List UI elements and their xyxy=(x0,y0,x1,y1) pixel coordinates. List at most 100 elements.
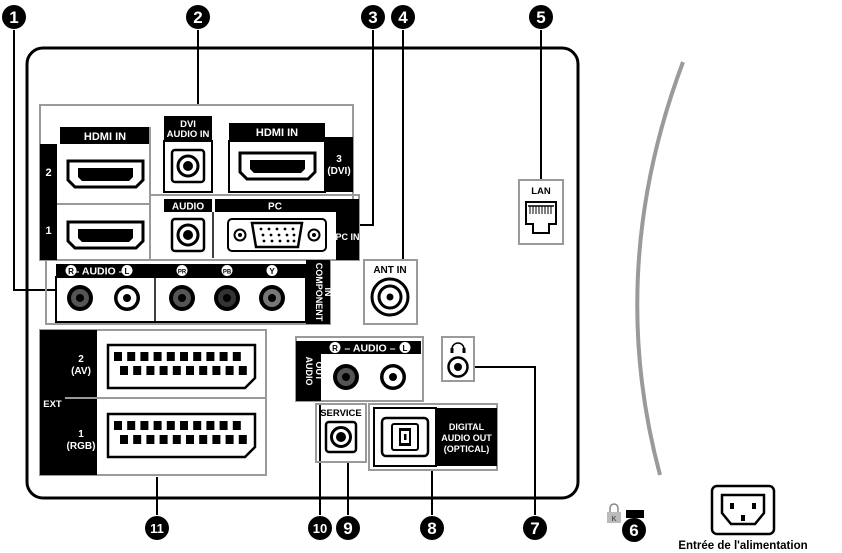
leader-lines xyxy=(13,30,542,515)
pr-jack[interactable] xyxy=(169,285,195,311)
pc-audio-jack[interactable] xyxy=(170,217,206,253)
hdmi-in-right-label-bg xyxy=(229,123,325,141)
scart-1-port[interactable] xyxy=(106,412,257,459)
scart-2-port[interactable] xyxy=(106,343,257,390)
digital-audio-block: DIGITAL AUDIO OUT (OPTICAL) xyxy=(373,407,497,467)
audio-in-r-badge: R xyxy=(65,265,77,276)
audio-out-label-2: OUT xyxy=(314,362,324,382)
service-frame xyxy=(315,403,367,463)
scart-pin xyxy=(120,366,128,375)
vga-port[interactable] xyxy=(227,218,327,252)
hdmi-3-label: 3 xyxy=(336,154,342,165)
lan-port[interactable] xyxy=(525,201,557,234)
callout-4: 4 xyxy=(391,5,415,29)
pb-jack[interactable] xyxy=(214,285,240,311)
hdmi-1-label: 1 xyxy=(45,225,51,237)
ant-frame xyxy=(363,259,418,325)
pc-label-bg xyxy=(215,199,336,212)
svg-text:R: R xyxy=(332,344,338,353)
audio-in-r-jack[interactable] xyxy=(67,285,93,311)
audio-out-label: – AUDIO – xyxy=(345,343,396,355)
hdmi-2-port[interactable] xyxy=(66,159,145,189)
headphone-block xyxy=(447,342,469,378)
scart-pin xyxy=(133,366,142,375)
leader-7 xyxy=(474,366,536,515)
scart-pin xyxy=(159,366,168,375)
pc-in-label: PC IN xyxy=(335,232,359,242)
scart-pin xyxy=(238,366,247,375)
antenna-jack[interactable] xyxy=(370,277,410,317)
scart-pin xyxy=(206,421,215,430)
callout-badges: 1 2 3 4 5 6 7 8 9 10 11 xyxy=(2,5,646,542)
scart-pin xyxy=(114,352,122,361)
scart-pin xyxy=(146,435,155,444)
optical-label: (OPTICAL) xyxy=(444,444,490,454)
scart-pin xyxy=(140,421,149,430)
scart-pin xyxy=(114,421,122,430)
scart-pin xyxy=(127,421,136,430)
ant-in-label: ANT IN xyxy=(373,265,406,276)
audio-out-side-label-bg xyxy=(296,341,321,401)
scart-pin xyxy=(146,366,155,375)
hdmi-in-right-label: HDMI IN xyxy=(256,127,298,139)
audio-in-l-jack[interactable] xyxy=(114,285,140,311)
callout-9: 9 xyxy=(336,516,360,540)
scart-pin xyxy=(153,352,162,361)
svg-text:PB: PB xyxy=(223,270,232,276)
ext-1-rgb-label: (RGB) xyxy=(67,441,96,452)
service-block: SERVICE xyxy=(320,408,362,454)
scart-pin xyxy=(140,352,149,361)
optical-port[interactable] xyxy=(380,416,430,458)
scart-pin xyxy=(232,421,241,430)
kensington-slot[interactable] xyxy=(626,510,644,518)
pc-block: AUDIO PC PC IN xyxy=(164,199,360,260)
digital-label-bg xyxy=(436,408,497,466)
hdmi-3-dvi-label: (DVI) xyxy=(327,166,350,177)
scart-pin xyxy=(199,366,208,375)
headphone-jack[interactable] xyxy=(447,356,469,378)
audio-out-r-badge: R xyxy=(329,342,341,353)
kensington-block: K xyxy=(607,503,644,523)
power-socket-icon[interactable] xyxy=(710,484,776,536)
scart-pin xyxy=(186,366,194,375)
scart-pin xyxy=(193,352,202,361)
callout-1: 1 xyxy=(2,5,26,29)
kensington-k-label: K xyxy=(611,516,616,523)
svg-text:Y: Y xyxy=(269,267,275,276)
svg-text:R: R xyxy=(68,267,74,276)
power-caption: Entrée de l'alimentation xyxy=(678,540,807,552)
svg-text:6: 6 xyxy=(629,521,638,540)
service-jack[interactable] xyxy=(324,420,358,454)
hdmi-left-block: HDMI IN 2 1 xyxy=(40,127,151,260)
hdmi-in-left-label-bg xyxy=(60,127,150,144)
hdmi-1-port[interactable] xyxy=(66,220,145,250)
audio-out-r-jack[interactable] xyxy=(333,364,359,390)
svg-text:3: 3 xyxy=(368,8,377,27)
svg-text:9: 9 xyxy=(343,519,352,538)
audio-out-label-1: AUDIO xyxy=(304,357,314,386)
svg-text:7: 7 xyxy=(530,519,539,538)
ext-2-av-label: (AV) xyxy=(71,366,91,377)
lan-label: LAN xyxy=(531,186,551,197)
pc-audio-label: AUDIO xyxy=(172,202,204,213)
dvi-audio-label-bg xyxy=(164,116,212,141)
svg-text:2: 2 xyxy=(193,8,202,27)
component-label: COMPONENT xyxy=(314,263,324,322)
lan-block: LAN xyxy=(525,186,557,234)
lock-icon: K xyxy=(607,503,621,523)
y-jack[interactable] xyxy=(259,285,285,311)
digital-label: DIGITAL xyxy=(449,422,485,432)
svg-text:PR: PR xyxy=(178,270,187,276)
audio-out-header-bg xyxy=(321,341,421,354)
audio-out-l-jack[interactable] xyxy=(380,364,406,390)
callout-8: 8 xyxy=(420,516,444,540)
svg-text:L: L xyxy=(403,344,408,353)
digital-audio-out-label: AUDIO OUT xyxy=(441,433,492,443)
dvi-audio-in-label: AUDIO IN xyxy=(167,129,210,140)
audio-in-l-badge: L xyxy=(121,265,133,276)
scart-pin xyxy=(206,352,215,361)
hdmi-3-port[interactable] xyxy=(238,151,317,181)
y-badge: Y xyxy=(266,265,278,276)
dvi-audio-jack[interactable] xyxy=(170,148,206,184)
